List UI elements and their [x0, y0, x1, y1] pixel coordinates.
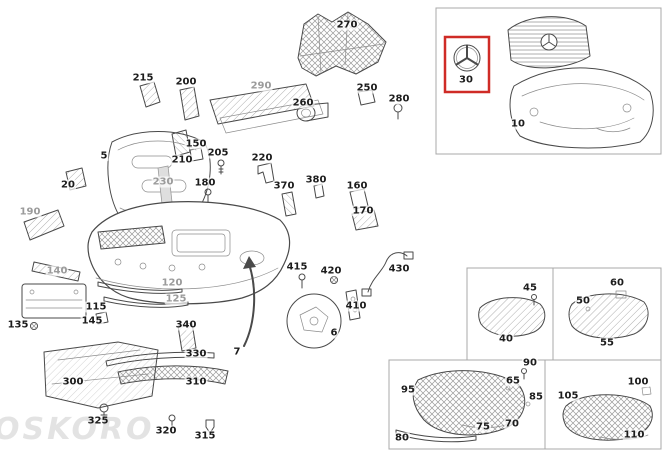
front-fascia-drawing	[507, 16, 654, 149]
crossmember-290-drawing	[209, 83, 324, 134]
mounting-bracket-270-drawing	[297, 11, 387, 77]
fasteners-harness-drawing	[243, 251, 414, 349]
upper-brackets-drawing	[139, 81, 403, 184]
star-emblem-drawing	[453, 44, 481, 72]
bumper-cover-drawing	[87, 201, 291, 305]
side-brackets-drawing	[281, 183, 379, 231]
highlight-box-emblem	[443, 35, 491, 94]
watermark: OSKORO	[0, 412, 155, 447]
cover-40-drawing	[478, 294, 546, 337]
corner-spoiler-190-drawing	[23, 209, 65, 241]
